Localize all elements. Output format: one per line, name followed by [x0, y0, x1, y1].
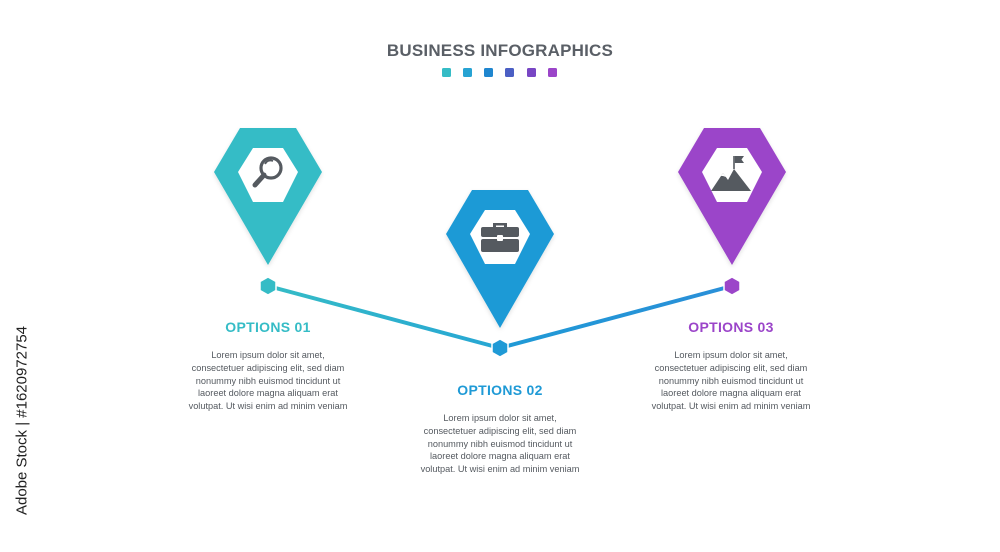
color-dot [484, 68, 493, 77]
pin-marker-1 [214, 128, 322, 265]
node-hexagon-2 [491, 338, 509, 358]
option-1-title: OPTIONS 01 [225, 319, 311, 335]
option-3-description: Lorem ipsum dolor sit amet, consectetuer… [651, 350, 811, 412]
magnifier-icon [252, 156, 283, 188]
color-dot [505, 68, 514, 77]
color-dot [527, 68, 536, 77]
mountain-flag-icon [711, 156, 751, 191]
connector-line-1-2 [267, 284, 501, 350]
pin-marker-3 [678, 128, 786, 265]
color-dot [463, 68, 472, 77]
color-dot [548, 68, 557, 77]
node-hexagon-1 [259, 276, 277, 296]
option-2-title: OPTIONS 02 [457, 382, 543, 398]
option-2-description: Lorem ipsum dolor sit amet, consectetuer… [420, 413, 580, 475]
option-3-title: OPTIONS 03 [688, 319, 774, 335]
color-dots [442, 68, 562, 78]
stock-watermark: Adobe Stock | #1620972754 [2, 300, 42, 540]
briefcase-icon [481, 223, 519, 252]
option-1-description: Lorem ipsum dolor sit amet, consectetuer… [188, 350, 348, 412]
connector-line-2-3 [499, 284, 733, 350]
color-dot [442, 68, 451, 77]
watermark-text: Adobe Stock | #1620972754 [13, 325, 31, 516]
node-hexagon-3 [723, 276, 741, 296]
page-title: BUSINESS INFOGRAPHICS [386, 41, 614, 60]
pin-marker-2 [446, 190, 554, 328]
